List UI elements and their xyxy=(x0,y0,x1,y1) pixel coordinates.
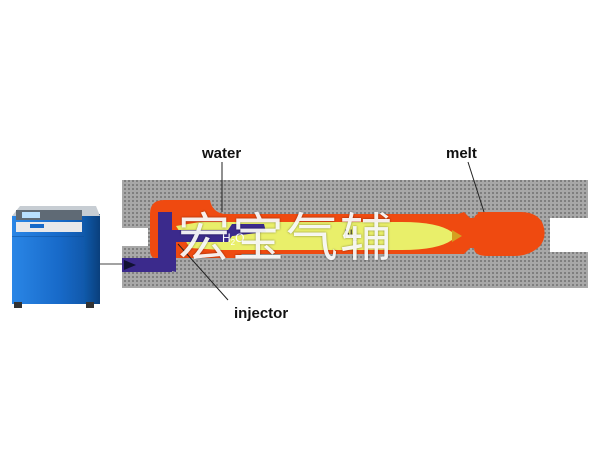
melt-bulge xyxy=(474,212,545,256)
mold-inlet xyxy=(122,228,148,246)
melt-leader-line xyxy=(467,161,485,213)
mold-opening-right xyxy=(550,218,588,252)
n2-label: N2 xyxy=(344,227,358,243)
machine-display xyxy=(22,212,40,218)
injector-leader-line xyxy=(177,243,229,301)
h2o-label: H2O xyxy=(222,231,244,247)
machine-top-panel xyxy=(16,210,82,220)
gas-flow-arrow xyxy=(452,230,462,242)
water-channel xyxy=(122,212,266,272)
melt-label: melt xyxy=(446,145,477,162)
machine-wheel-right xyxy=(86,302,94,308)
machine-side xyxy=(84,214,100,304)
machine-front-panel xyxy=(16,222,82,232)
water-label: water xyxy=(201,145,241,162)
inlet-arrow xyxy=(124,260,136,270)
nitrogen-machine xyxy=(12,206,100,308)
machine-wheel-left xyxy=(14,302,22,308)
machine-logo-mark xyxy=(30,224,44,228)
injector-label: injector xyxy=(234,305,288,322)
